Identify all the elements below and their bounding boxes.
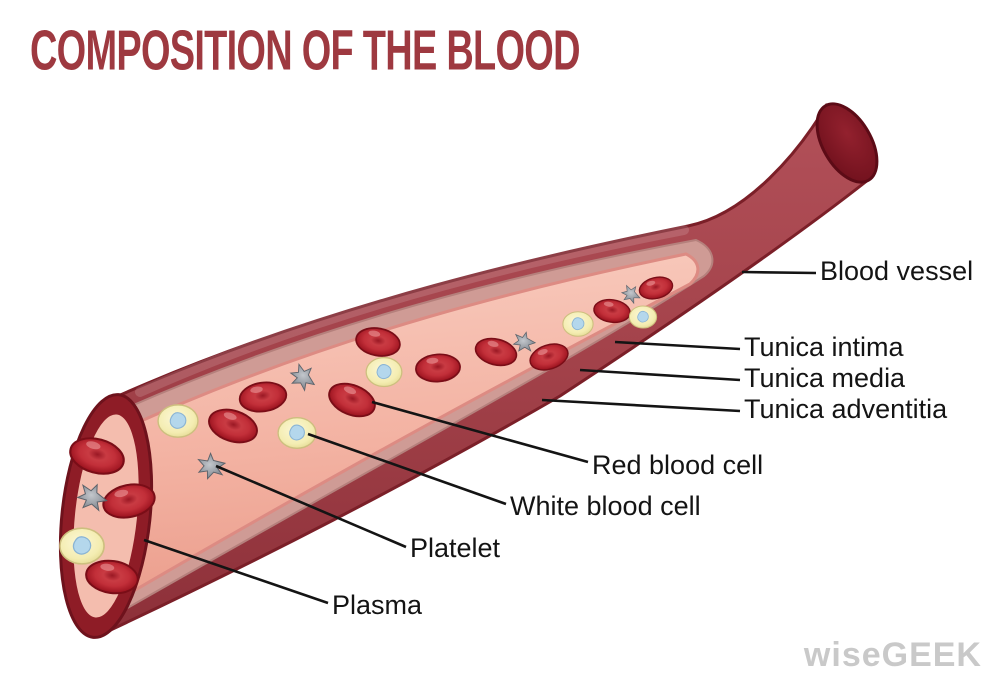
label-tunica-media: Tunica media [744, 363, 906, 393]
leader-line-red-blood-cell [371, 400, 589, 464]
white-blood-cell [365, 356, 403, 388]
white-blood-cell [157, 404, 199, 438]
label-tunica-adventitia: Tunica adventitia [744, 394, 948, 424]
leader-line-white-blood-cell [307, 432, 507, 506]
label-platelet: Platelet [410, 533, 501, 563]
white-blood-cell [628, 305, 658, 329]
label-white-blood-cell: White blood cell [510, 491, 701, 521]
page-title: COMPOSITION OF THE BLOOD [30, 19, 580, 83]
leader-line-plasma [143, 538, 329, 605]
label-plasma: Plasma [332, 590, 423, 620]
leader-line-platelet [215, 464, 407, 549]
leader-line-tunica-intima [614, 340, 741, 351]
white-blood-cell [277, 417, 317, 449]
white-blood-cell [562, 311, 594, 337]
white-blood-cell [59, 527, 105, 565]
vessel-cut-end [815, 102, 879, 184]
leader-line-tunica-media [579, 368, 741, 382]
label-blood-vessel: Blood vessel [820, 256, 974, 286]
vessel-highlight [135, 225, 689, 397]
label-red-blood-cell: Red blood cell [592, 450, 764, 480]
watermark: wiseGEEK [803, 636, 982, 674]
leader-line-tunica-adventitia [541, 398, 741, 413]
label-tunica-intima: Tunica intima [744, 332, 904, 362]
leader-line-blood-vessel [741, 270, 817, 275]
leader-lines [143, 270, 817, 605]
